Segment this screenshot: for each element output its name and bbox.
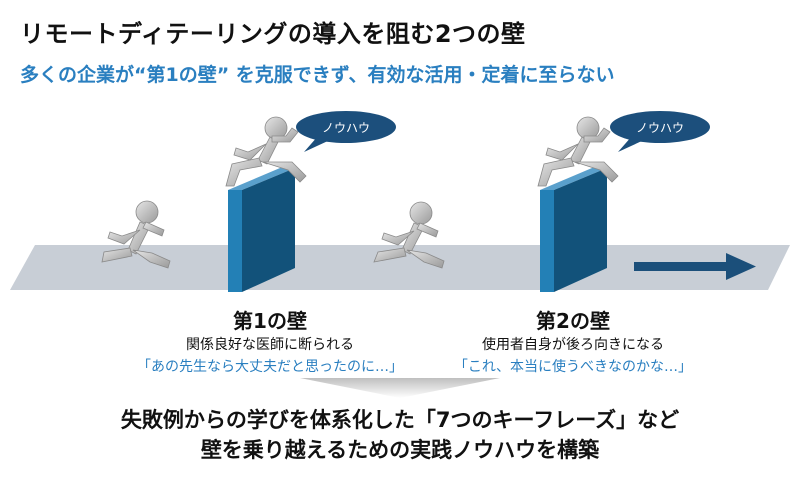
wall-1 bbox=[228, 168, 295, 292]
page-subtitle: 多くの企業が“第1の壁” を克服できず、有効な活用・定着に至らない bbox=[20, 64, 615, 86]
wall-2-description: 使用者自身が後ろ向きになる bbox=[482, 337, 664, 353]
runner-figure-2 bbox=[373, 201, 445, 269]
wall-1-description: 関係良好な医師に断られる bbox=[186, 337, 354, 353]
wall-2-label: 第2の壁 bbox=[536, 309, 610, 333]
page-title: リモートディテーリングの導入を阻む2つの壁 bbox=[20, 20, 526, 48]
conclusion-line-2: 壁を乗り越えるための実践ノウハウを構築 bbox=[200, 438, 600, 462]
down-arrow-icon bbox=[300, 378, 500, 398]
direction-arrow-icon bbox=[634, 253, 756, 280]
speech-bubble-1 bbox=[296, 111, 396, 152]
conclusion-line-1: 失敗例からの学びを体系化した「7つのキーフレーズ」など bbox=[120, 408, 680, 432]
jumper-figure-1 bbox=[225, 116, 307, 187]
speech-bubble-2-text: ノウハウ bbox=[635, 121, 684, 135]
runner-figure-1 bbox=[101, 200, 171, 269]
wall-1-label: 第1の壁 bbox=[233, 309, 307, 333]
speech-bubble-2 bbox=[610, 111, 710, 152]
speech-bubble-1-text: ノウハウ bbox=[321, 121, 370, 135]
wall-2 bbox=[540, 168, 607, 292]
wall-2-quote: 「これ、本当に使うべきなのかな…」 bbox=[453, 359, 693, 375]
jumper-figure-2 bbox=[537, 116, 619, 187]
wall-1-quote: 「あの先生なら大丈夫だと思ったのに…」 bbox=[137, 359, 403, 375]
